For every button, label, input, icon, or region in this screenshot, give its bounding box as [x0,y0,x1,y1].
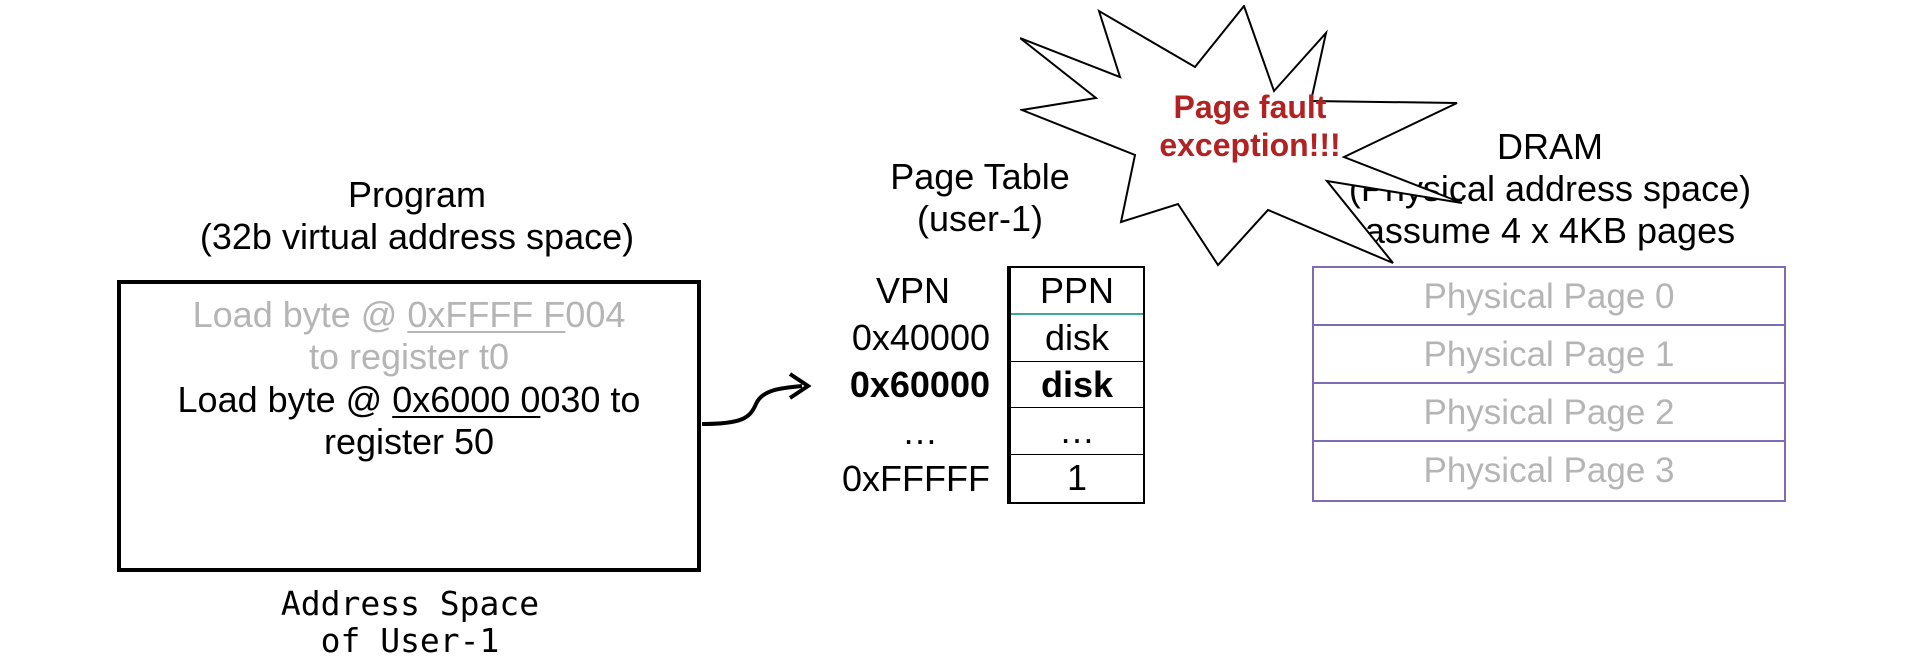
physical-page-3: Physical Page 3 [1423,451,1675,490]
instruction-1-prefix: Load byte @ [192,294,408,335]
ppn-column: PPN disk disk … 1 [1007,266,1145,504]
instruction-2-line2: register 50 [323,421,495,462]
exception-line1: Page fault [1173,89,1327,125]
exception-text: Page fault exception!!! [1110,88,1390,164]
vpn-column: VPN 0x40000 0x60000 … 0xFFFFF [790,268,990,508]
ppn-row-2: … [1011,408,1143,456]
arrow-head [788,372,812,400]
program-box: Load byte @ 0xFFFF F004 to register t0 L… [117,280,701,572]
caption-line1: Address Space [280,584,540,623]
instruction-1-line2: to register t0 [308,336,510,377]
physical-page-1: Physical Page 1 [1314,326,1784,384]
dram-title-line1: DRAM [1497,126,1603,167]
page-table-title: Page Table (user-1) [860,156,1100,240]
instruction-2-line1: Load byte @ 0x6000 0030 to [121,379,697,421]
translation-arrow [701,372,812,426]
instruction-1-line1: Load byte @ 0xFFFF F004 [121,294,697,336]
dram-pages: Physical Page 0 Physical Page 1 Physical… [1312,266,1786,502]
address-space-caption: Address Space of User-1 [210,585,610,659]
instruction-2-address-underlined: 0x6000 0 [392,379,541,420]
page-table-title-line1: Page Table [890,156,1070,197]
arrow-curve [701,384,803,426]
exception-burst [1020,5,1463,267]
vpn-row-2: … [902,411,938,452]
instruction-2-address-rest: 030 to [540,379,641,420]
ppn-row-0: disk [1011,315,1143,362]
ppn-row-3: 1 [1066,457,1088,499]
physical-page-0: Physical Page 0 [1314,268,1784,326]
dram-title-line3: assume 4 x 4KB pages [1364,210,1736,251]
physical-page-2: Physical Page 2 [1314,384,1784,442]
burst-shape [1020,5,1463,267]
program-title-line1: Program [347,174,487,215]
instruction-2-prefix: Load byte @ [177,379,393,420]
page-table-title-line2: (user-1) [916,198,1044,239]
instruction-1-address-rest: 004 [565,294,626,335]
exception-line2: exception!!! [1159,127,1341,163]
program-title: Program (32b virtual address space) [117,174,717,258]
vpn-row-0: 0x40000 [851,317,990,358]
caption-line2: of User-1 [320,621,500,660]
instruction-1-address-underlined: 0xFFFF F [407,294,566,335]
vpn-row-1: 0x60000 [849,364,990,405]
ppn-row-1: disk [1011,362,1143,409]
vpn-row-3: 0xFFFFF [842,458,990,499]
vpn-header: VPN [875,270,950,311]
ppn-header: PPN [1011,268,1143,315]
dram-title: DRAM (Physical address space) assume 4 x… [1290,126,1810,252]
program-title-line2: (32b virtual address space) [199,216,635,257]
